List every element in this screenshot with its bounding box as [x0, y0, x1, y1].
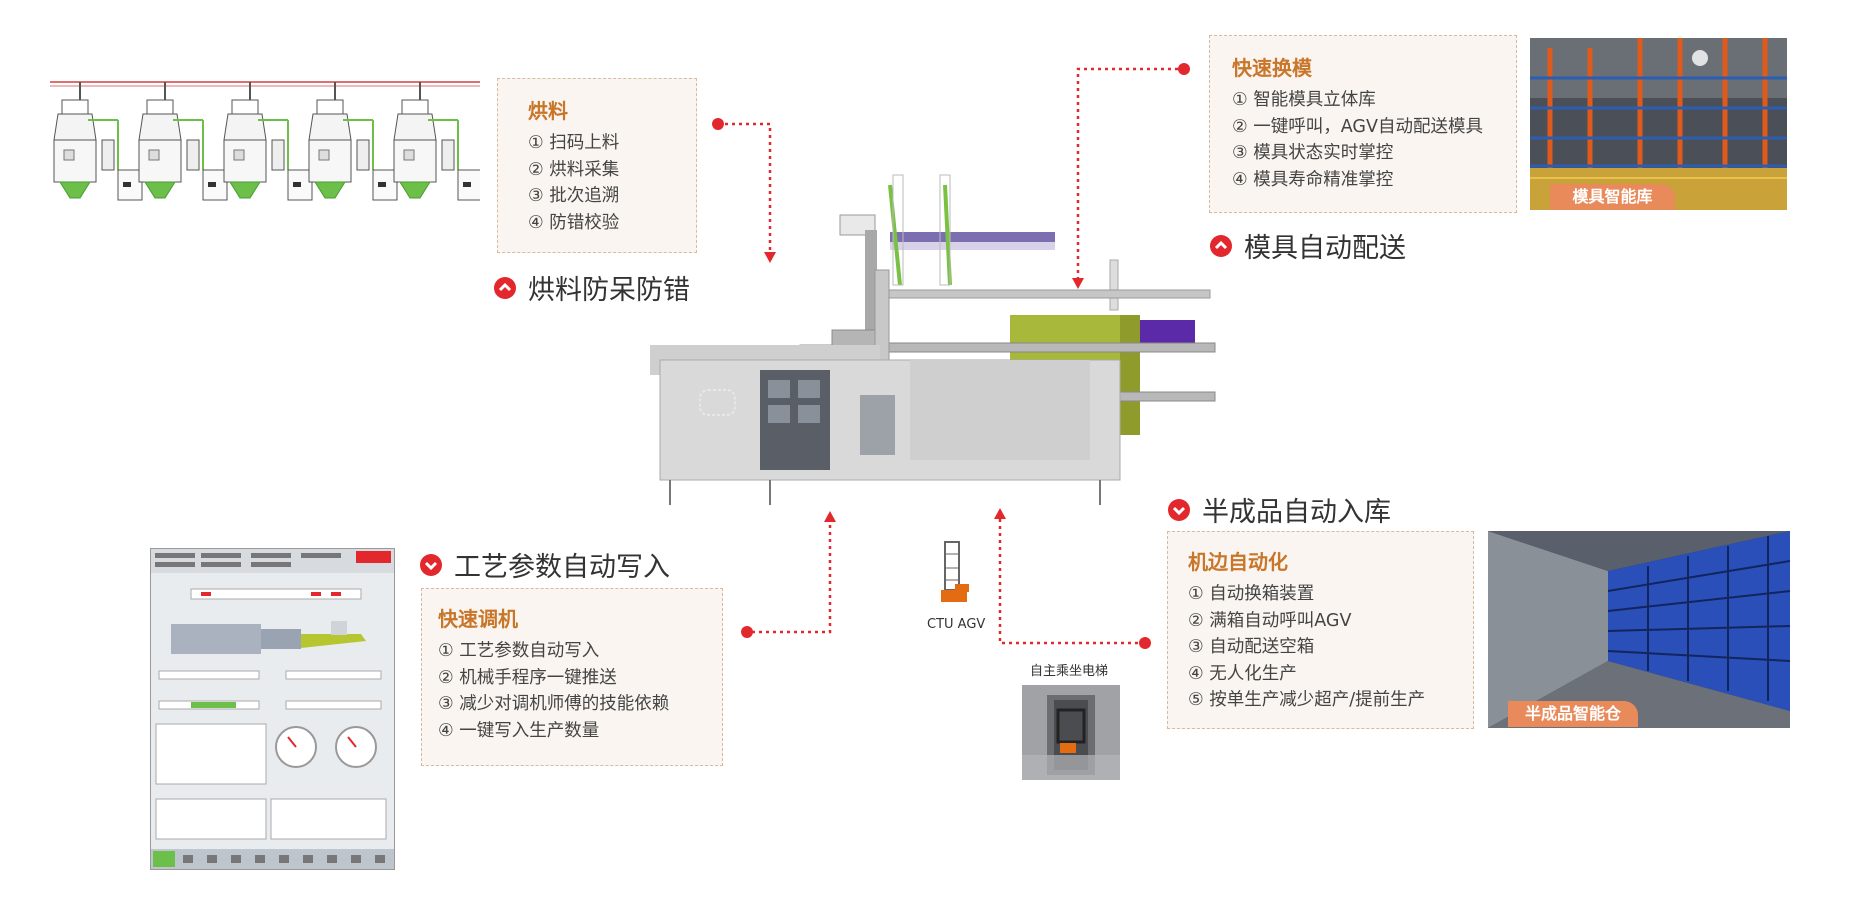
- drying-heading: 烘料防呆防错: [494, 268, 690, 307]
- semi-item: ③ 自动配送空箱: [1188, 637, 1315, 657]
- drying-box-title: 烘料: [528, 99, 568, 123]
- ctu-agv-label: CTU AGV: [927, 617, 986, 632]
- drying-item: ① 扫码上料: [528, 133, 620, 153]
- semi-heading: 半成品自动入库: [1168, 490, 1391, 529]
- process-item: ③ 减少对调机师傅的技能依赖: [438, 694, 670, 714]
- drying-item: ② 烘料采集: [528, 159, 620, 180]
- process-box-title: 快速调机: [438, 607, 518, 631]
- semi-item: ② 满箱自动呼叫AGV: [1188, 610, 1352, 631]
- chevron-down-icon: [420, 553, 442, 576]
- process-heading: 工艺参数自动写入: [420, 545, 670, 584]
- semi-info-box: 机边自动化 ① 自动换箱装置 ② 满箱自动呼叫AGV ③ 自动配送空箱 ④ 无人…: [1167, 531, 1474, 729]
- process-heading-text: 工艺参数自动写入: [454, 552, 670, 583]
- mold-box-title: 快速换模: [1232, 56, 1312, 80]
- injection-molding-machine: [650, 174, 1216, 505]
- semi-box-title: 机边自动化: [1188, 550, 1288, 574]
- mold-info-box: 快速换模 ① 智能模具立体库 ② 一键呼叫，AGV自动配送模具 ③ 模具状态实时…: [1209, 35, 1517, 213]
- drying-item: ④ 防错校验: [528, 212, 620, 233]
- process-info-box: 快速调机 ① 工艺参数自动写入 ② 机械手程序一键推送 ③ 减少对调机师傅的技能…: [421, 588, 723, 766]
- dryer-line-illustration: [50, 81, 480, 201]
- process-item: ① 工艺参数自动写入: [438, 641, 600, 661]
- mold-heading: 模具自动配送: [1210, 226, 1406, 265]
- drying-item: ③ 批次追溯: [528, 186, 620, 206]
- mold-photo-tag: 模具智能库: [1550, 184, 1675, 210]
- ctu-agv-illustration: [941, 541, 969, 602]
- mold-warehouse-photo: 模具智能库: [1530, 38, 1787, 210]
- mold-heading-text: 模具自动配送: [1244, 233, 1406, 264]
- elevator-label: 自主乘坐电梯: [1030, 664, 1109, 679]
- process-item: ② 机械手程序一键推送: [438, 667, 617, 688]
- semi-photo-tag: 半成品智能仓: [1508, 701, 1638, 727]
- mold-item: ③ 模具状态实时掌控: [1232, 143, 1394, 163]
- chevron-up-icon: [494, 276, 516, 299]
- chevron-down-icon: [1168, 498, 1190, 521]
- mold-item: ① 智能模具立体库: [1232, 90, 1376, 110]
- hmi-screen: [150, 548, 395, 870]
- drying-heading-text: 烘料防呆防错: [528, 275, 690, 306]
- elevator-photo: [1022, 685, 1120, 780]
- drying-info-box: 烘料 ① 扫码上料 ② 烘料采集 ③ 批次追溯 ④ 防错校验: [497, 78, 697, 253]
- semi-warehouse-photo: 半成品智能仓: [1488, 531, 1790, 728]
- process-item: ④ 一键写入生产数量: [438, 720, 600, 741]
- semi-item: ⑤ 按单生产减少超产/提前生产: [1188, 690, 1426, 710]
- mold-item: ④ 模具寿命精准掌控: [1232, 169, 1394, 190]
- chevron-up-icon: [1210, 234, 1232, 257]
- semi-item: ④ 无人化生产: [1188, 663, 1297, 684]
- semi-heading-text: 半成品自动入库: [1202, 497, 1391, 528]
- semi-item: ① 自动换箱装置: [1188, 584, 1315, 604]
- mold-item: ② 一键呼叫，AGV自动配送模具: [1232, 116, 1483, 137]
